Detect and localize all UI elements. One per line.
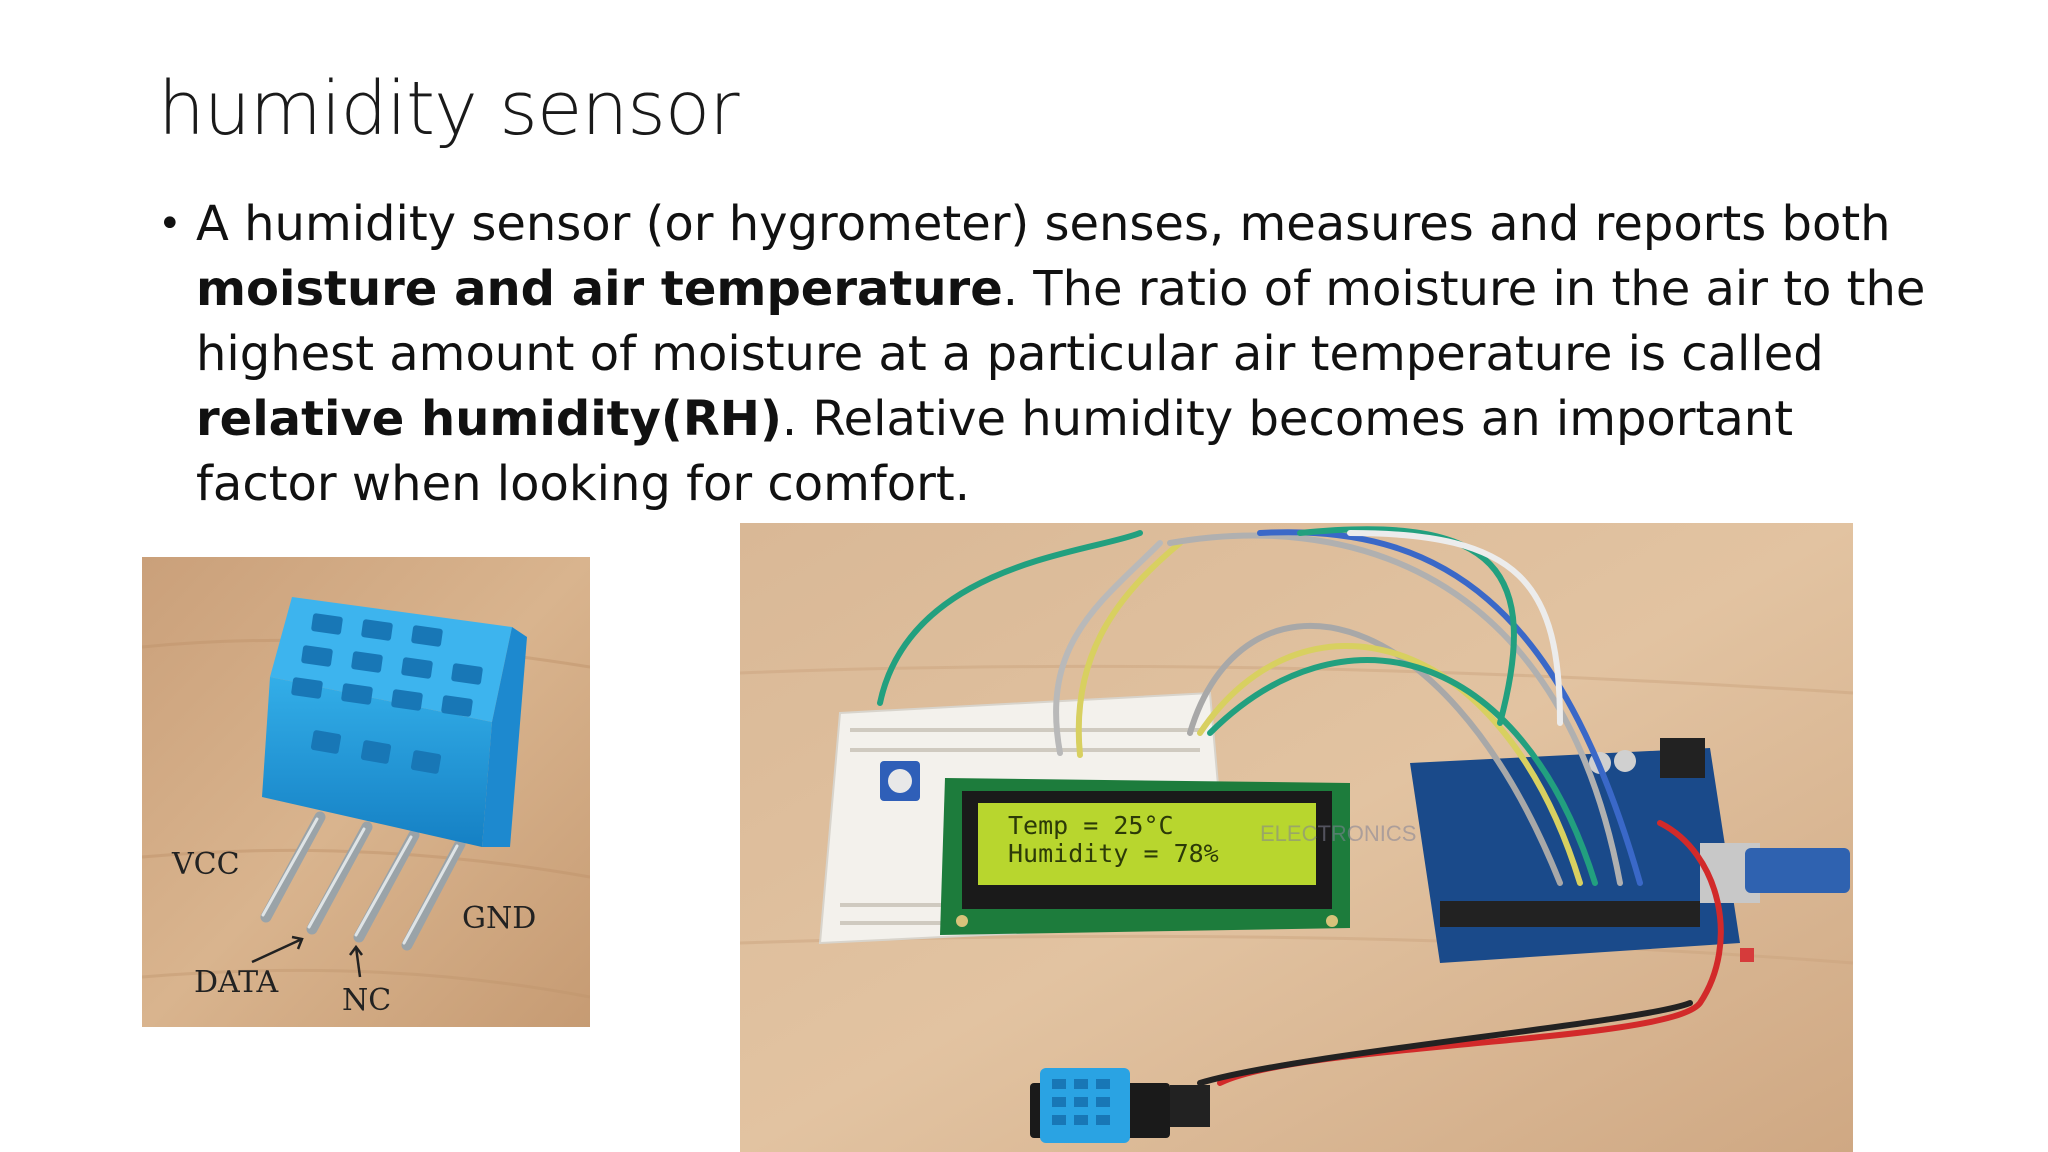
lcd-line-2: Humidity = 78% bbox=[1008, 839, 1219, 868]
jumper-wires bbox=[877, 526, 1724, 1086]
bullet-text-part1: A humidity sensor (or hygrometer) senses… bbox=[196, 196, 1891, 252]
bullet-text: A humidity sensor (or hygrometer) senses… bbox=[196, 192, 1936, 517]
sensor-photo: VCC DATA NC GND bbox=[142, 557, 590, 1027]
dht-module bbox=[1030, 1068, 1210, 1143]
bullet-bold-1: moisture and air temperature bbox=[196, 261, 1003, 317]
arduino-board bbox=[1410, 738, 1850, 963]
potentiometer bbox=[880, 761, 920, 801]
pin-label-data: DATA bbox=[194, 965, 279, 1000]
lcd-module bbox=[940, 778, 1350, 935]
setup-illustration bbox=[740, 523, 1853, 1152]
bullet-text-part2: . The ratio of moisture in the air to th… bbox=[196, 261, 1926, 382]
bullet-icon: • bbox=[158, 201, 182, 247]
sensor-body bbox=[262, 597, 527, 847]
setup-photo: Temp = 25°C Humidity = 78% ELECTRONICS bbox=[740, 523, 1853, 1152]
pin-label-gnd: GND bbox=[462, 901, 537, 936]
pin-label-vcc: VCC bbox=[172, 847, 240, 882]
slide-title: humidity sensor bbox=[158, 66, 740, 152]
sensor-illustration bbox=[142, 557, 590, 1027]
lcd-line-1: Temp = 25°C bbox=[1008, 811, 1174, 840]
bullet-bold-2: relative humidity(RH) bbox=[196, 391, 782, 447]
bullet-text-part3: . Relative humidity becomes an important… bbox=[196, 391, 1794, 512]
pin-label-nc: NC bbox=[342, 983, 392, 1018]
watermark-text: ELECTRONICS bbox=[1260, 821, 1417, 846]
sensor-pins bbox=[260, 811, 466, 951]
